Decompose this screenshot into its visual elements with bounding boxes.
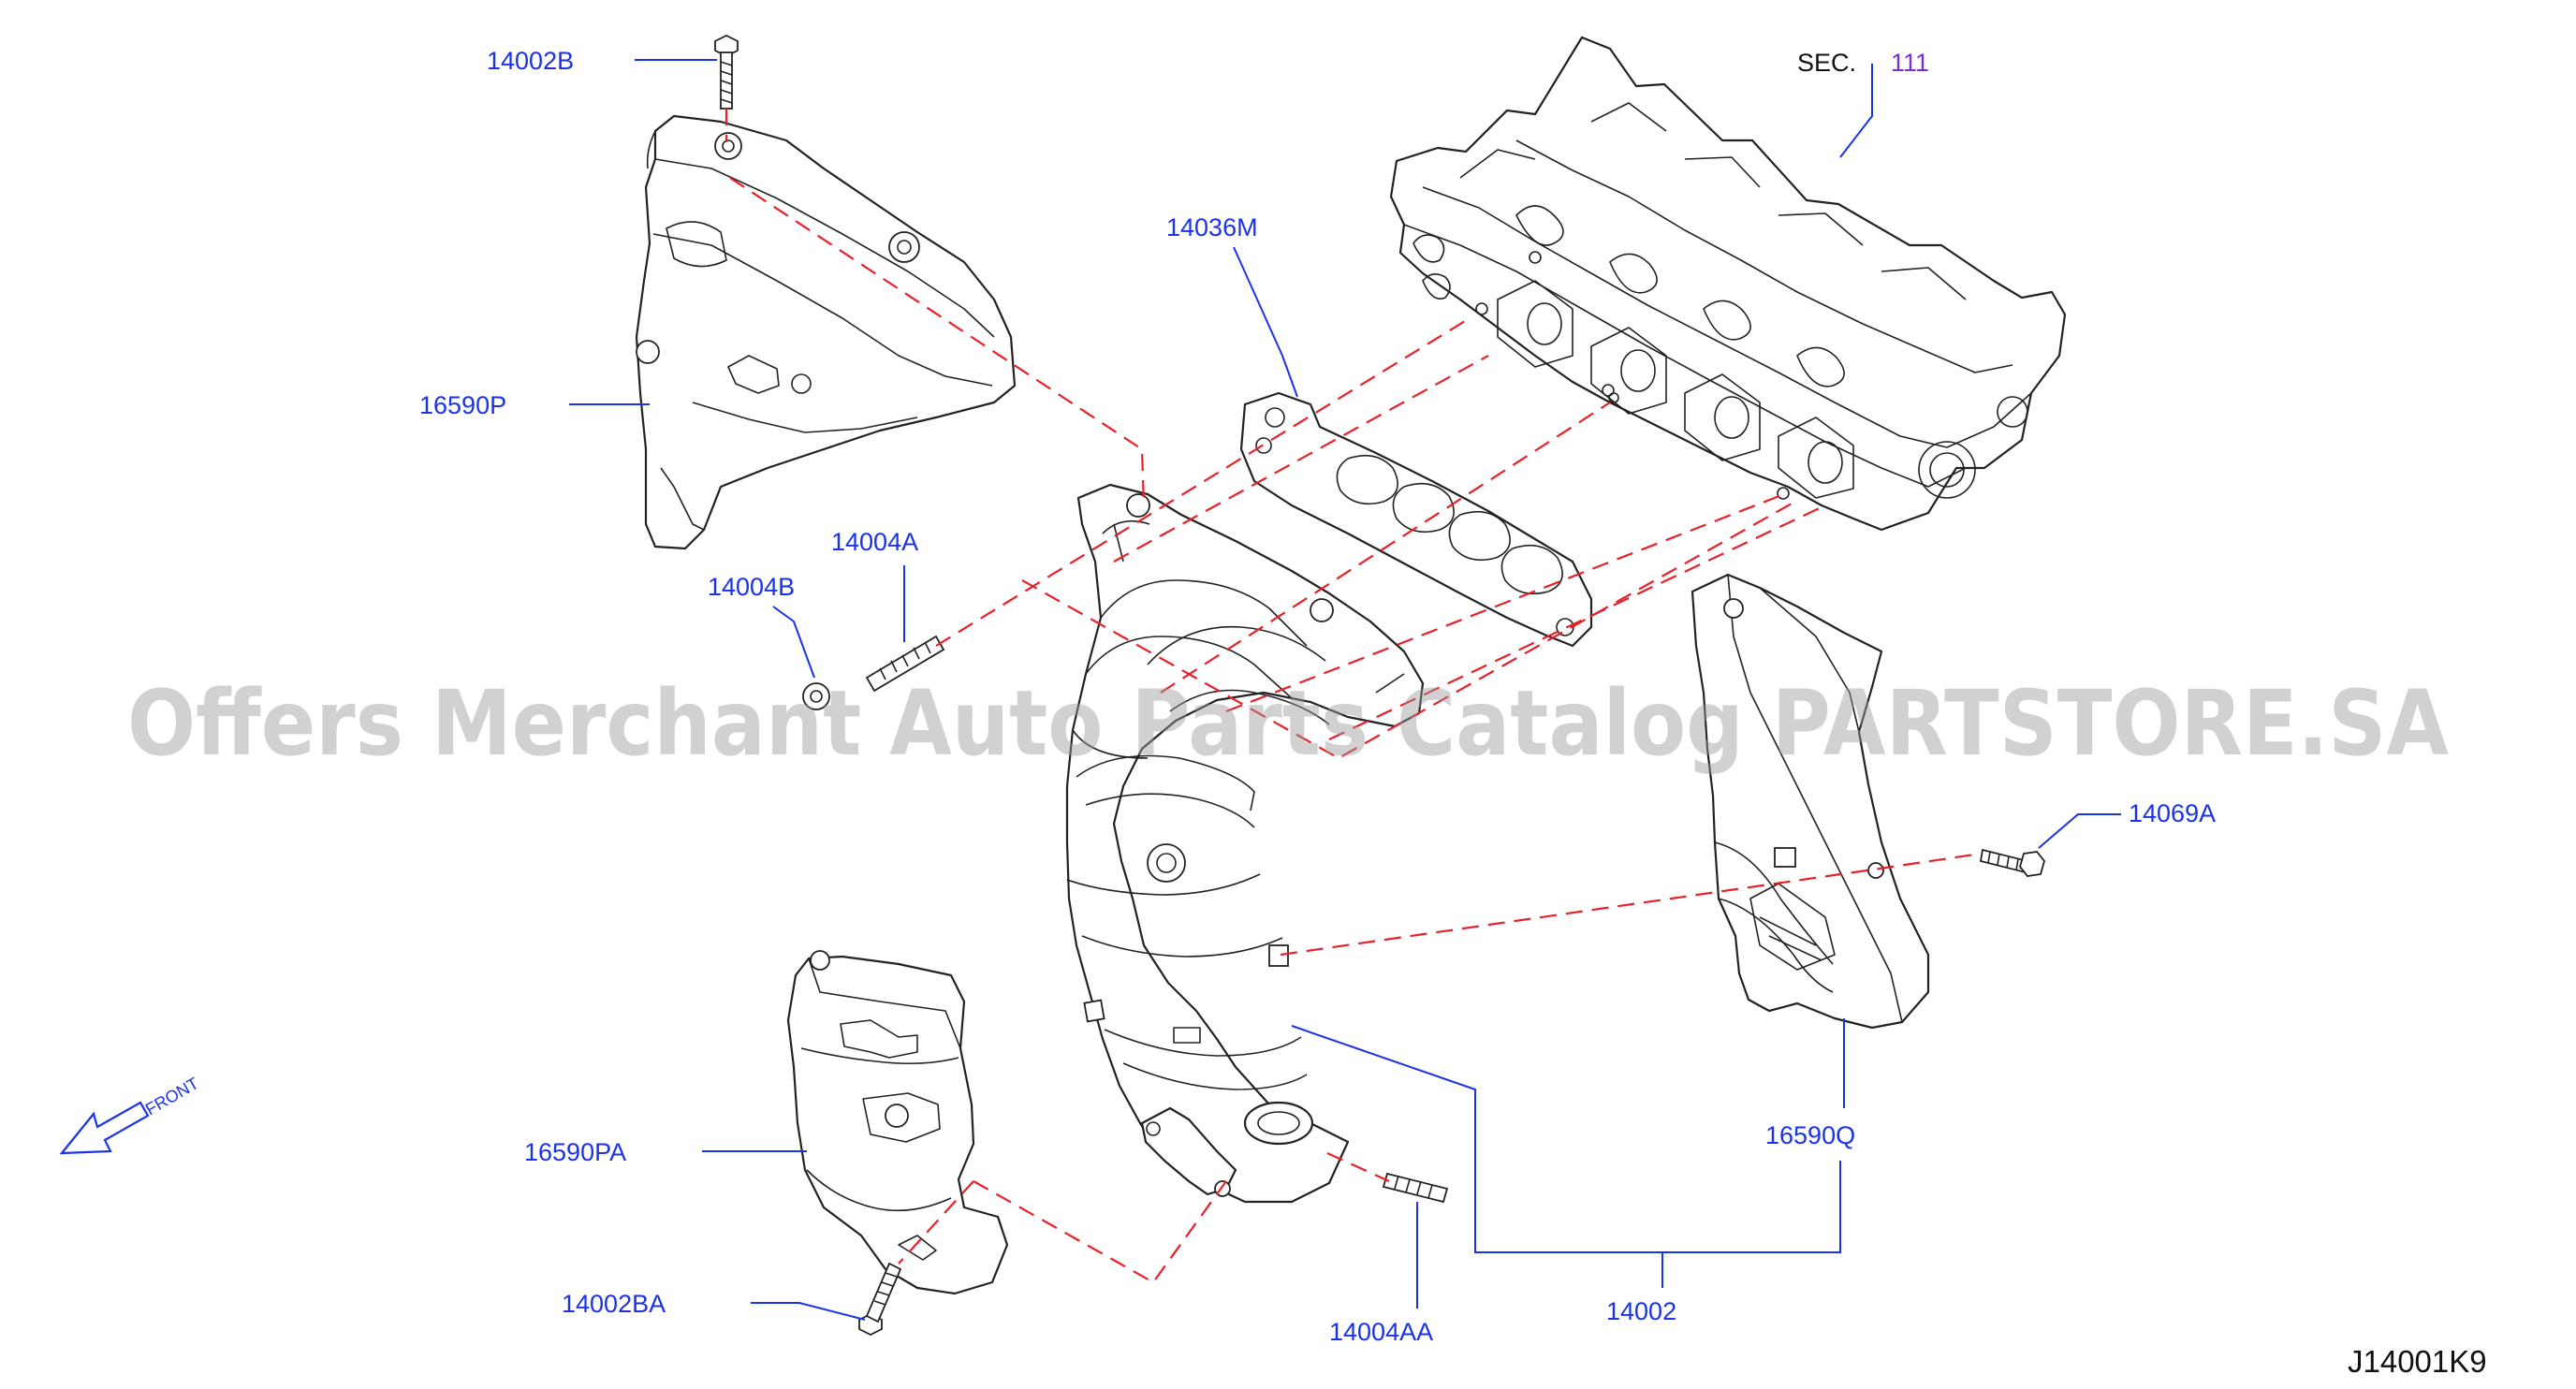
side-heat-insulator — [1690, 573, 1930, 1030]
label-16590Q: 16590Q — [1765, 1121, 1855, 1149]
label-14069A: 14069A — [2129, 799, 2216, 827]
front-label: FRONT — [142, 1074, 202, 1119]
part-number-labels: 14002B 16590P 14004A 14004B 14036M SEC. … — [419, 47, 2487, 1379]
cylinder-head-illustration — [1389, 36, 2067, 532]
leader-lines — [569, 59, 2121, 1321]
assembly-guide-lines — [724, 109, 1982, 1284]
nut-14004B — [802, 682, 830, 710]
diagram-code: J14001K9 — [2348, 1344, 2487, 1379]
bolt-14002B — [714, 34, 739, 110]
label-14004A: 14004A — [831, 528, 918, 556]
front-arrow-icon — [59, 1101, 150, 1155]
bolt-14002BA — [858, 1262, 902, 1337]
stud-14004A — [865, 635, 945, 693]
exhaust-manifold-gasket — [1239, 391, 1593, 648]
watermark-text: Offers Merchant Auto Parts Catalog PARTS… — [127, 671, 2449, 776]
exhaust-manifold-catalyst — [1065, 483, 1425, 1204]
label-14004AA: 14004AA — [1329, 1318, 1433, 1346]
section-number: 111 — [1891, 49, 1929, 77]
label-14036M: 14036M — [1166, 213, 1258, 241]
section-prefix: SEC. — [1797, 49, 1856, 77]
front-direction-arrow: FRONT — [59, 1074, 202, 1155]
label-14002B: 14002B — [487, 47, 574, 75]
stud-14004AA — [1382, 1172, 1449, 1204]
upper-heat-insulator — [635, 114, 1017, 550]
label-16590PA: 16590PA — [524, 1138, 626, 1166]
label-14002: 14002 — [1606, 1297, 1676, 1325]
label-14004B: 14004B — [708, 573, 795, 601]
lower-heat-insulator — [786, 950, 1009, 1295]
label-16590P: 16590P — [419, 391, 506, 419]
label-14002BA: 14002BA — [562, 1290, 666, 1318]
bolt-14069A — [1979, 848, 2045, 877]
